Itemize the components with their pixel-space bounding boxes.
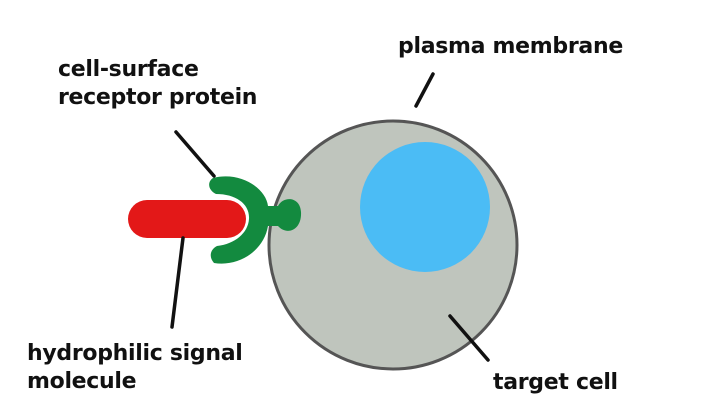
leader-lines: [170, 72, 490, 362]
signal-molecule-label-line1: hydrophilic signal: [27, 341, 243, 366]
signal-molecule-label-line2: molecule: [27, 369, 137, 394]
plasma-membrane-label: plasma membrane: [398, 34, 623, 59]
target-cell-label: target cell: [493, 370, 618, 395]
signal-molecule: [128, 200, 246, 238]
nucleus: [360, 142, 490, 272]
receptor-label-line2: receptor protein: [58, 85, 258, 110]
receptor-protein: [209, 176, 302, 264]
plasma-membrane-leader: [414, 72, 435, 108]
signal-molecule-leader: [170, 236, 185, 329]
target-cell-leader: [448, 314, 490, 362]
receptor-leader: [174, 130, 216, 178]
receptor-label-line1: cell-surface: [58, 57, 199, 82]
